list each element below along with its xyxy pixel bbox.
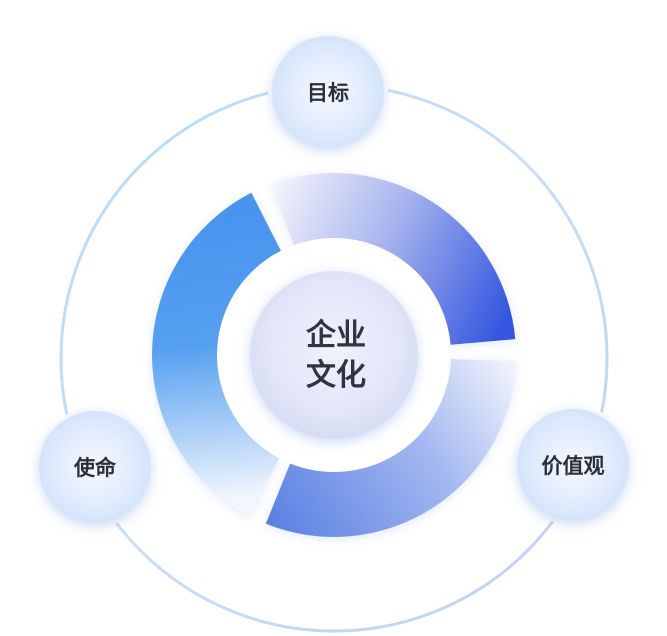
node-right-label: 价值观 xyxy=(542,454,605,478)
center-title-line1: 企业 xyxy=(306,318,366,353)
segment-bottom-arc xyxy=(265,359,516,537)
node-right: 价值观 xyxy=(513,405,633,525)
center-title-line2: 文化 xyxy=(306,358,366,393)
node-top-label: 目标 xyxy=(307,81,349,105)
segment-top-arc xyxy=(271,173,516,345)
node-left: 使命 xyxy=(35,407,155,527)
center-node: 企业 文化 xyxy=(250,271,418,439)
node-top: 目标 xyxy=(268,32,388,152)
node-left-label: 使命 xyxy=(73,456,117,480)
